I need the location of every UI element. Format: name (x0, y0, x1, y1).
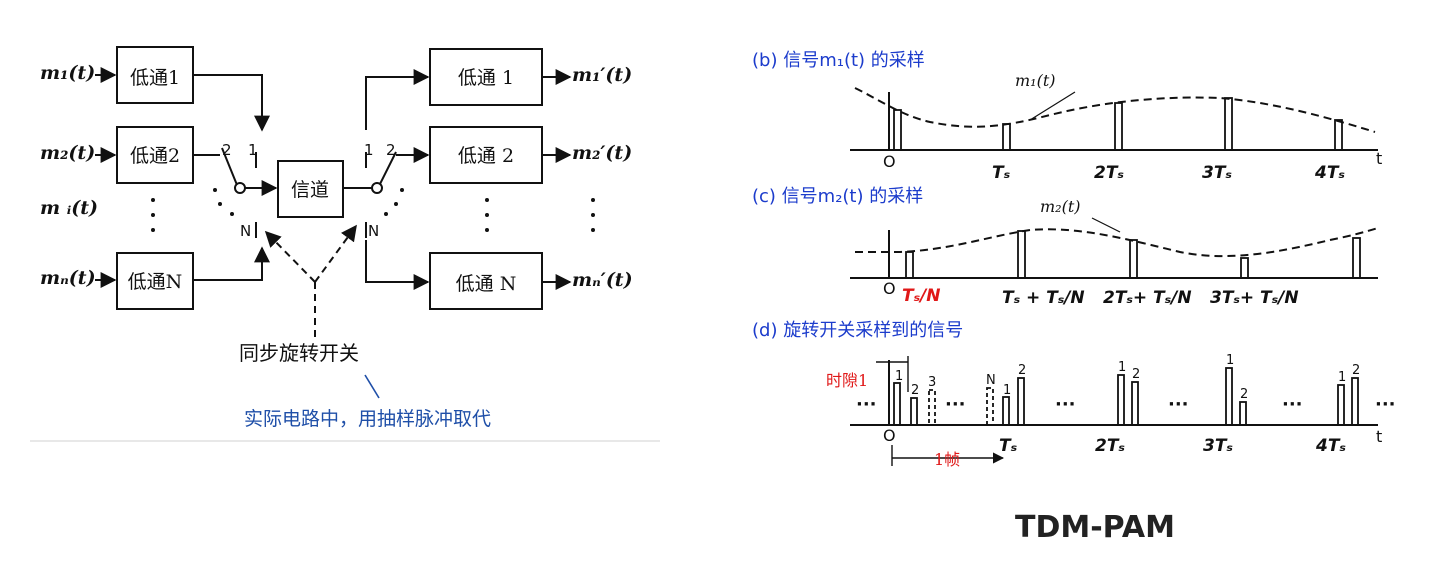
block-diagram-labels: m₁(t) m₂(t) m ᵢ(t) mₙ(t) 低通1 低通2 低通N 信道 … (40, 62, 633, 365)
rx-filter-label-2: 低通 2 (458, 145, 514, 167)
svg-text:1: 1 (1118, 360, 1126, 375)
tx-filter-label-n: 低通N (128, 271, 183, 293)
tx-filter-label-1: 低通1 (130, 67, 180, 89)
svg-text:3Tₛ: 3Tₛ (1202, 163, 1232, 183)
svg-text:4Tₛ: 4Tₛ (1315, 436, 1346, 456)
svg-text:···: ··· (856, 394, 877, 415)
svg-text:2: 2 (1240, 387, 1248, 402)
b-pulses (893, 97, 1343, 151)
svg-text:N: N (986, 373, 996, 388)
tx-contact-1: 1 (248, 141, 258, 159)
rx-contact-n: N (368, 222, 379, 240)
curve-m2 (855, 227, 1379, 258)
d-ellipsis: ··· ··· ··· ··· ··· ··· (856, 394, 1396, 415)
waveforms: (b) 信号m₁(t) 的采样 (c) 信号m₂(t) 的采样 (d) 旋转开关… (752, 50, 1396, 469)
svg-text:1: 1 (895, 369, 903, 384)
svg-text:···: ··· (1055, 394, 1076, 415)
svg-text:2Tₛ: 2Tₛ (1095, 436, 1125, 456)
svg-text:Tₛ/N: Tₛ/N (902, 286, 941, 306)
output-label-2: m₂′(t) (572, 142, 632, 164)
c-pulses (905, 230, 1361, 279)
switch-dots (151, 188, 595, 232)
svg-text:1: 1 (1003, 383, 1011, 398)
divider (30, 440, 660, 442)
svg-text:2Tₛ: 2Tₛ (1094, 163, 1124, 183)
curve-m2-pointer (1091, 217, 1121, 233)
curve-m2-label: m₂(t) (1040, 197, 1081, 216)
svg-text:2: 2 (1352, 363, 1360, 378)
title-d: (d) 旋转开关采样到的信号 (752, 320, 963, 341)
svg-text:2Tₛ+ Tₛ/N: 2Tₛ+ Tₛ/N (1103, 288, 1192, 308)
origin-d: O (883, 426, 896, 445)
tx-contact-n: N (240, 222, 251, 240)
svg-text:1: 1 (1338, 370, 1346, 385)
d-pulses (893, 367, 1359, 426)
curve-m1-pointer (1029, 91, 1076, 121)
curve-m1-label: m₁(t) (1015, 71, 1056, 90)
output-label-n: mₙ′(t) (572, 269, 633, 291)
svg-text:3Tₛ: 3Tₛ (1203, 436, 1233, 456)
slot-label: 时隙1 (826, 371, 868, 390)
block-diagram (95, 46, 572, 399)
svg-text:Tₛ: Tₛ (992, 163, 1011, 183)
rx-filter-label-1: 低通 1 (458, 67, 514, 89)
svg-text:2: 2 (1132, 367, 1140, 382)
d-pulse-labels: 1 2 3 N 1 2 1 2 1 2 1 2 (895, 353, 1360, 402)
rx-filter-label-n: 低通 N (456, 273, 517, 295)
tx-contact-2: 2 (222, 141, 232, 159)
curve-m1 (854, 87, 1376, 133)
svg-text:···: ··· (1282, 394, 1303, 415)
svg-text:4Tₛ: 4Tₛ (1314, 163, 1345, 183)
origin-b: O (883, 152, 896, 171)
b-tick-labels: Tₛ 2Tₛ 3Tₛ 4Tₛ (992, 163, 1345, 183)
output-label-1: m₁′(t) (572, 64, 632, 86)
input-label-1: m₁(t) (40, 62, 95, 84)
svg-text:2: 2 (911, 383, 919, 398)
svg-text:Tₛ: Tₛ (999, 436, 1018, 456)
input-label-i: m ᵢ(t) (40, 197, 98, 219)
title-b: (b) 信号m₁(t) 的采样 (752, 50, 925, 71)
svg-text:Tₛ + Tₛ/N: Tₛ + Tₛ/N (1002, 288, 1085, 308)
channel-label: 信道 (291, 179, 329, 201)
origin-c: O (883, 279, 896, 298)
input-label-2: m₂(t) (40, 142, 95, 164)
svg-text:···: ··· (945, 394, 966, 415)
t-d: t (1376, 427, 1382, 446)
title-c: (c) 信号m₂(t) 的采样 (752, 186, 923, 207)
t-b: t (1376, 149, 1382, 168)
tx-filter-label-2: 低通2 (130, 145, 180, 167)
svg-text:2: 2 (1018, 363, 1026, 378)
svg-text:1: 1 (1226, 353, 1234, 368)
frame-label: 1帧 (934, 450, 960, 469)
svg-text:···: ··· (1168, 394, 1189, 415)
d-tick-labels: Tₛ 2Tₛ 3Tₛ 4Tₛ (999, 436, 1346, 456)
svg-text:3: 3 (928, 375, 936, 390)
svg-text:···: ··· (1375, 394, 1396, 415)
input-label-n: mₙ(t) (40, 267, 96, 289)
svg-text:3Tₛ+ Tₛ/N: 3Tₛ+ Tₛ/N (1210, 288, 1299, 308)
caption: TDM-PAM (1015, 510, 1175, 545)
rx-contact-2: 2 (386, 141, 396, 159)
rx-contact-1: 1 (364, 141, 374, 159)
sync-switch-label: 同步旋转开关 (239, 341, 359, 365)
c-tick-labels: Tₛ/N Tₛ + Tₛ/N 2Tₛ+ Tₛ/N 3Tₛ+ Tₛ/N (902, 286, 1299, 308)
note-text: 实际电路中，用抽样脉冲取代 (244, 408, 492, 430)
